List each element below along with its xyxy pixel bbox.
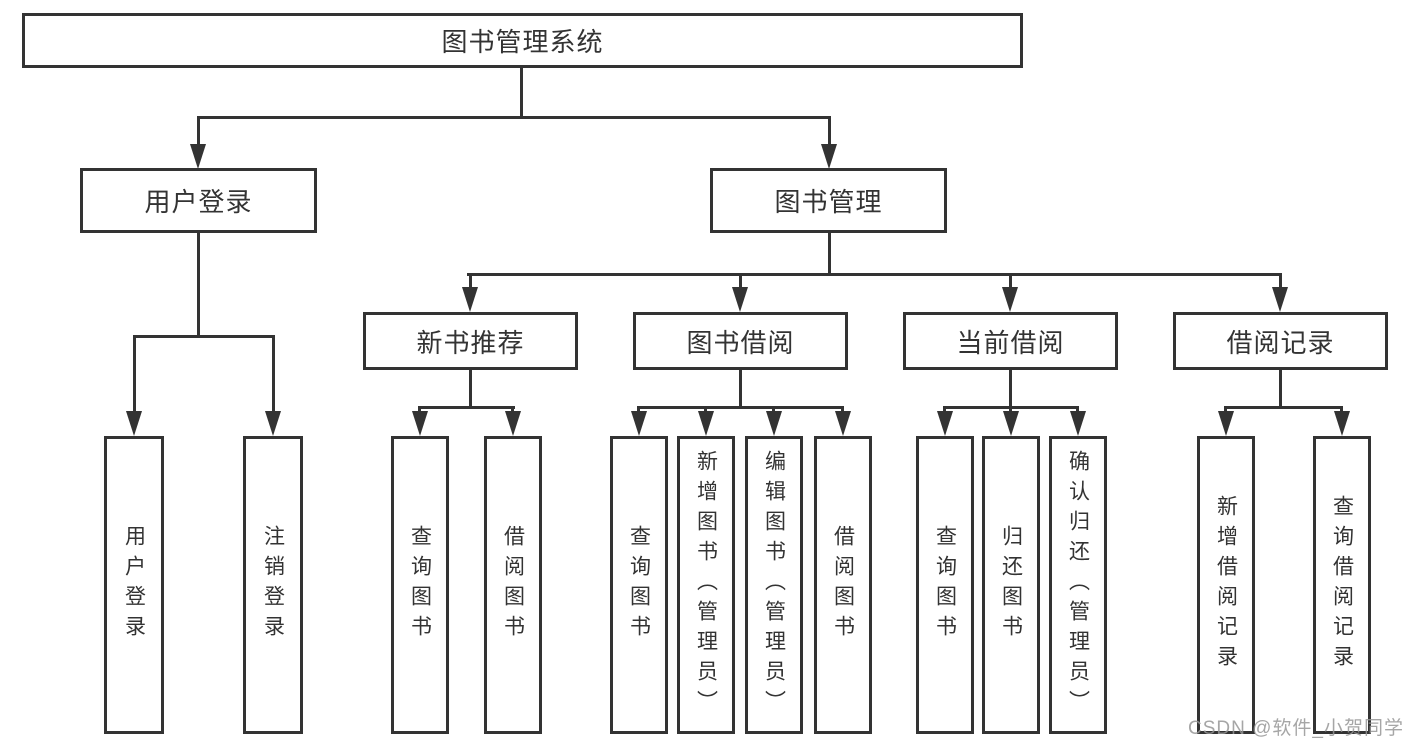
leaf-borrow-books-borrowing: 借阅图书 bbox=[814, 436, 872, 734]
connector-line bbox=[704, 406, 707, 414]
connector-line bbox=[637, 406, 640, 414]
leaf-edit-book-admin: 编辑图书（管理员） bbox=[745, 436, 803, 734]
arrow-down-icon bbox=[835, 411, 851, 436]
connector-line bbox=[511, 406, 514, 414]
connector-line bbox=[469, 368, 472, 409]
connector-line bbox=[638, 406, 844, 409]
connector-line bbox=[1009, 406, 1012, 414]
connector-line bbox=[739, 273, 742, 290]
connector-line bbox=[772, 406, 775, 414]
connector-line bbox=[272, 335, 275, 413]
leaf-query-books-recommend: 查询图书 bbox=[391, 436, 449, 734]
arrow-down-icon bbox=[126, 411, 142, 436]
arrow-down-icon bbox=[732, 287, 748, 312]
arrow-down-icon bbox=[265, 411, 281, 436]
arrow-down-icon bbox=[821, 144, 837, 169]
connector-line bbox=[1076, 406, 1079, 414]
connector-line bbox=[197, 231, 200, 337]
connector-line bbox=[841, 406, 844, 414]
csdn-watermark: CSDN @软件_小贺同学 bbox=[1188, 718, 1404, 739]
leaf-add-borrow-record: 新增借阅记录 bbox=[1197, 436, 1255, 734]
connector-line bbox=[133, 335, 275, 338]
leaf-user-login: 用户登录 bbox=[104, 436, 164, 734]
connector-line bbox=[828, 231, 831, 275]
arrow-down-icon bbox=[631, 411, 647, 436]
connector-line bbox=[197, 116, 200, 146]
arrow-down-icon bbox=[505, 411, 521, 436]
node-current-borrowing: 当前借阅 bbox=[903, 312, 1118, 370]
connector-line bbox=[419, 406, 515, 409]
arrow-down-icon bbox=[1218, 411, 1234, 436]
connector-line bbox=[467, 273, 1282, 276]
connector-line bbox=[133, 335, 136, 413]
leaf-confirm-return-admin: 确认归还（管理员） bbox=[1049, 436, 1107, 734]
node-library-management-system: 图书管理系统 bbox=[22, 13, 1023, 68]
arrow-down-icon bbox=[1272, 287, 1288, 312]
leaf-borrow-books-recommend: 借阅图书 bbox=[484, 436, 542, 734]
connector-line bbox=[418, 406, 421, 414]
arrow-down-icon bbox=[462, 287, 478, 312]
arrow-down-icon bbox=[190, 144, 206, 169]
leaf-logout: 注销登录 bbox=[243, 436, 303, 734]
node-borrowing-records: 借阅记录 bbox=[1173, 312, 1388, 370]
arrow-down-icon bbox=[1070, 411, 1086, 436]
connector-line bbox=[1279, 273, 1282, 290]
connector-line bbox=[828, 116, 831, 146]
connector-line bbox=[469, 273, 472, 290]
node-book-borrowing: 图书借阅 bbox=[633, 312, 848, 370]
arrow-down-icon bbox=[412, 411, 428, 436]
connector-line bbox=[1224, 406, 1227, 414]
connector-line bbox=[1340, 406, 1343, 414]
leaf-add-book-admin: 新增图书（管理员） bbox=[677, 436, 735, 734]
node-new-book-recommendation: 新书推荐 bbox=[363, 312, 578, 370]
connector-line bbox=[1009, 368, 1012, 409]
leaf-query-books-current: 查询图书 bbox=[916, 436, 974, 734]
connector-line bbox=[1225, 406, 1343, 409]
arrow-down-icon bbox=[1334, 411, 1350, 436]
connector-line bbox=[1279, 368, 1282, 409]
connector-line bbox=[739, 368, 742, 409]
connector-line bbox=[520, 66, 523, 118]
leaf-query-books-borrowing: 查询图书 bbox=[610, 436, 668, 734]
leaf-query-borrow-record: 查询借阅记录 bbox=[1313, 436, 1371, 734]
arrow-down-icon bbox=[1002, 287, 1018, 312]
arrow-down-icon bbox=[937, 411, 953, 436]
arrow-down-icon bbox=[766, 411, 782, 436]
connector-line bbox=[1009, 273, 1012, 290]
arrow-down-icon bbox=[698, 411, 714, 436]
arrow-down-icon bbox=[1003, 411, 1019, 436]
node-user-login: 用户登录 bbox=[80, 168, 317, 233]
leaf-return-books: 归还图书 bbox=[982, 436, 1040, 734]
connector-line bbox=[197, 116, 831, 119]
connector-line bbox=[943, 406, 946, 414]
node-book-management: 图书管理 bbox=[710, 168, 947, 233]
